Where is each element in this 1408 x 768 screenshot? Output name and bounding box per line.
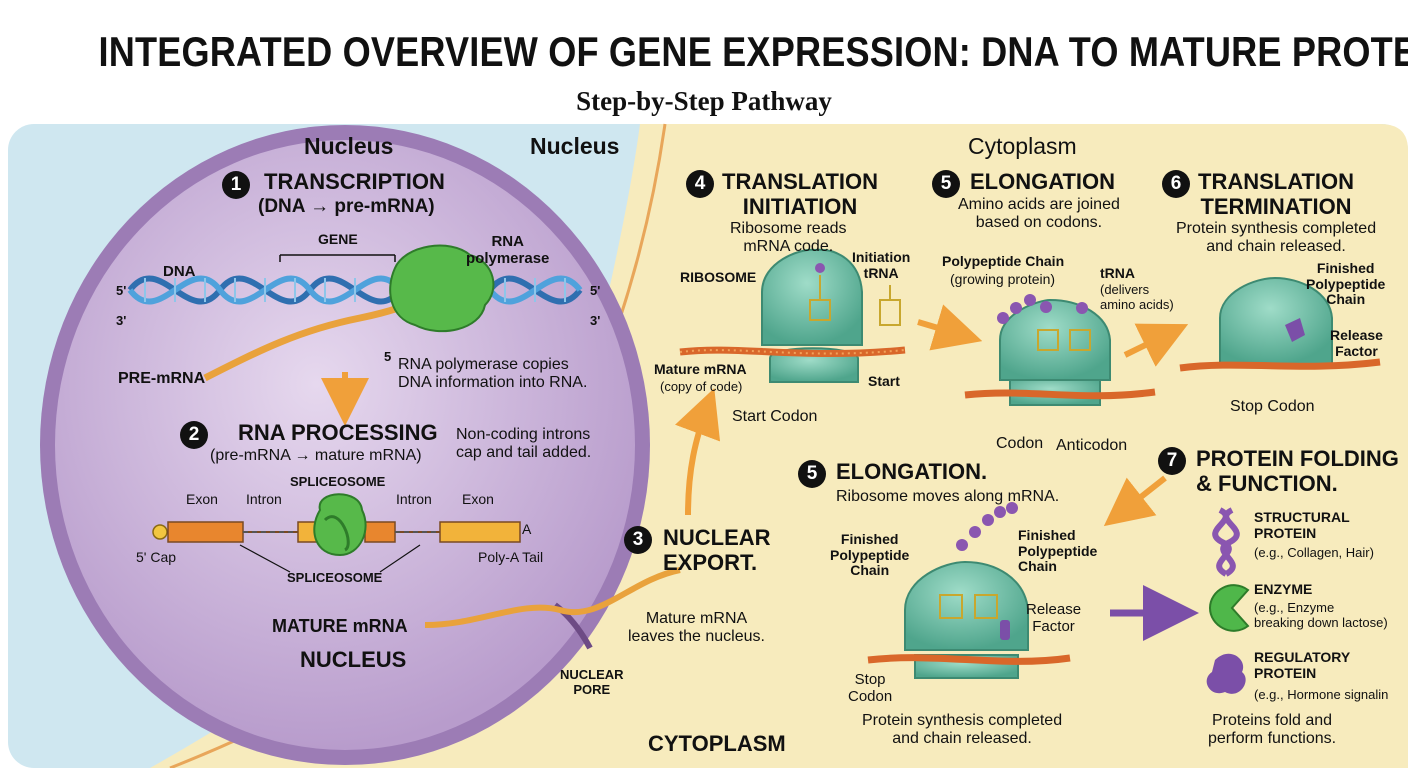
finished-chain-left-label: Finished Polypeptide Chain <box>830 531 910 579</box>
step-2-note: Non-coding introns cap and tail added. <box>456 426 592 461</box>
ribosome-initiation <box>679 248 906 383</box>
enzyme-example: (e.g., Enzyme breaking down lactose) <box>1254 600 1388 630</box>
step-4-description: Ribosome reads mRNA code. <box>730 220 847 255</box>
mature-mrna-cyto-sub: (copy of code) <box>660 379 743 394</box>
spliceosome-top-label: SPLICEOSOME <box>290 474 386 489</box>
trna-label: tRNA <box>1100 265 1135 281</box>
trna-sub: (delivers amino acids) <box>1100 282 1174 312</box>
step-1-badge: 1 <box>222 171 250 199</box>
start-codon-label: Start Codon <box>732 408 818 425</box>
release-factor-label: Release Factor <box>1330 327 1383 359</box>
step-5a-badge: 5 <box>932 170 960 198</box>
step-3-description: Mature mRNA leaves the nucleus. <box>628 610 765 645</box>
arrow-initiation-to-elongation <box>917 304 983 351</box>
intron-1-label: Intron <box>246 491 282 507</box>
structural-protein-icon <box>1212 507 1240 577</box>
enzyme-label: ENZYME <box>1254 581 1313 597</box>
step-6-badge: 6 <box>1162 170 1190 198</box>
step-5b-description: Ribosome moves along mRNA. <box>836 488 1060 505</box>
step-3-badge: 3 <box>624 526 652 554</box>
step-5b-title: ELONGATION. <box>836 459 988 484</box>
structural-protein-label: STRUCTURAL PROTEIN <box>1254 509 1350 541</box>
step-5a-description: Amino acids are joined based on codons. <box>958 196 1120 231</box>
rna-5prime: 5 <box>384 349 392 364</box>
step-7-bottom-text: Proteins fold and perform functions. <box>1208 712 1337 747</box>
anticodon-label: Anticodon <box>1056 437 1128 454</box>
dna-5prime-left: 5' <box>116 283 127 298</box>
regulatory-protein-example: (e.g., Hormone signalin <box>1254 687 1389 702</box>
step-4-title: TRANSLATION INITIATION <box>722 169 879 219</box>
page-subtitle: Step-by-Step Pathway <box>576 86 832 116</box>
arrow-elongation-to-termination <box>1123 323 1189 367</box>
mature-mrna-exit <box>424 567 681 628</box>
rna-processing-strand <box>152 493 521 573</box>
poly-a-letter: A <box>522 521 532 537</box>
polypeptide-chain-sub: (growing protein) <box>950 271 1056 287</box>
structural-protein-example: (e.g., Collagen, Hair) <box>1254 545 1374 560</box>
step-2-title: RNA PROCESSING <box>238 420 438 445</box>
step-1-title: TRANSCRIPTION <box>264 169 445 194</box>
stop-codon-label: Stop Codon <box>1230 398 1315 415</box>
step-6-title: TRANSLATION TERMINATION <box>1198 169 1355 219</box>
mature-mrna-label: MATURE mRNA <box>272 616 408 636</box>
step-5b-bottom-text: Protein synthesis completed and chain re… <box>862 712 1063 747</box>
enzyme-icon <box>1208 584 1250 632</box>
step-5b-badge: 5 <box>798 460 826 488</box>
nucleus-label-outer: Nucleus <box>530 133 620 159</box>
step-5a-title: ELONGATION <box>970 169 1116 194</box>
step-1-subtitle: (DNA → pre-mRNA) <box>258 196 435 217</box>
regulatory-protein-label: REGULATORY PROTEIN <box>1254 649 1351 681</box>
ribosome-elongation <box>964 294 1156 406</box>
codon-label: Codon <box>996 435 1044 452</box>
dna-3prime-left: 3' <box>116 313 127 328</box>
polypeptide-chain-label: Polypeptide Chain <box>942 253 1065 269</box>
ribosome-label: RIBOSOME <box>680 269 757 285</box>
initiation-trna-label: Initiation tRNA <box>852 249 911 281</box>
step-2-subtitle: (pre-mRNA → mature mRNA) <box>210 447 422 464</box>
pre-mrna-label: PRE-mRNA <box>118 370 206 387</box>
arrow-export-to-initiation <box>675 388 721 516</box>
dna-helix <box>127 254 583 305</box>
rna-polymerase-label: RNA polymerase <box>466 233 550 267</box>
start-label: Start <box>868 373 900 389</box>
release-factor-2-label: Release Factor <box>1026 601 1082 635</box>
step-3-title: NUCLEAR EXPORT. <box>663 525 771 575</box>
cytoplasm-top-label: Cytoplasm <box>968 133 1077 159</box>
cytoplasm-bottom-label: CYTOPLASM <box>648 731 786 756</box>
step-4-badge: 4 <box>686 170 714 198</box>
regulatory-protein-icon <box>1206 653 1246 694</box>
five-prime-cap-label: 5' Cap <box>136 549 177 565</box>
spliceosome-bottom-label: SPLICEOSOME <box>287 570 383 585</box>
stop-codon-2-label: Stop Codon <box>848 671 893 705</box>
dna-3prime-right: 3' <box>590 313 601 328</box>
exon-1-label: Exon <box>186 491 218 507</box>
poly-a-tail-label: Poly-A Tail <box>478 549 544 565</box>
step-6-description: Protein synthesis completed and chain re… <box>1176 220 1377 255</box>
dna-5prime-right: 5' <box>590 283 601 298</box>
step-7-title: PROTEIN FOLDING & FUNCTION. <box>1196 446 1399 496</box>
page-title: INTEGRATED OVERVIEW OF GENE EXPRESSION: … <box>98 28 1408 75</box>
arrow-to-elongation-2 <box>1103 475 1167 527</box>
nuclear-pore-label: NUCLEAR PORE <box>560 667 624 697</box>
step-7-badge: 7 <box>1158 447 1186 475</box>
finished-polypeptide-label: Finished Polypeptide Chain <box>1306 260 1386 308</box>
mature-mrna-cyto-label: Mature mRNA <box>654 361 747 377</box>
ribosome-elongation-2 <box>867 502 1071 679</box>
step-1-description: RNA polymerase copies DNA information in… <box>398 356 588 391</box>
finished-chain-right-label: Finished Polypeptide Chain <box>1018 527 1098 575</box>
gene-label: GENE <box>318 231 358 247</box>
exon-2-label: Exon <box>462 491 494 507</box>
rna-polymerase-shape <box>389 244 495 333</box>
step-2-badge: 2 <box>180 421 208 449</box>
dna-label: DNA <box>163 263 196 280</box>
ribosome-termination <box>1179 276 1381 372</box>
nucleus-label: Nucleus <box>304 133 394 159</box>
intron-2-label: Intron <box>396 491 432 507</box>
nucleus-bottom-label: NUCLEUS <box>300 647 407 672</box>
